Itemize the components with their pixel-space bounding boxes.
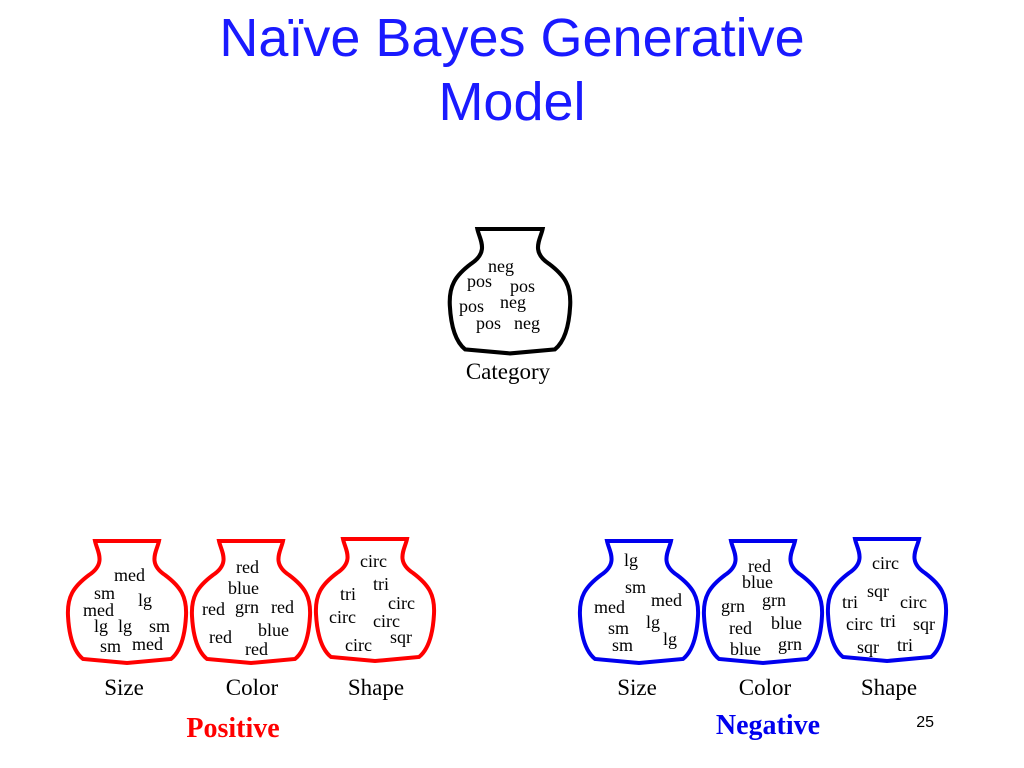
positive-size-word: lg <box>94 616 108 636</box>
negative-shape-word: circ <box>846 614 873 634</box>
category-word: pos <box>459 296 484 316</box>
positive-shape-word: circ <box>373 611 400 631</box>
positive-group-label: Positive <box>186 713 279 744</box>
slide-title-line2: Model <box>438 72 586 132</box>
positive-size-word: med <box>132 634 163 654</box>
slide-title: Naïve Bayes Generative Model <box>0 6 1024 134</box>
positive-size-word: med <box>114 565 145 585</box>
category-word: pos <box>510 276 535 296</box>
category-word: neg <box>488 256 514 276</box>
positive-color-word: red <box>202 599 225 619</box>
positive-shape-word: circ <box>388 593 415 613</box>
negative-shape-word: circ <box>900 592 927 612</box>
negative-size-label: Size <box>617 675 657 700</box>
negative-color-word: grn <box>762 590 786 610</box>
positive-size-word: sm <box>100 636 121 656</box>
positive-size-word: lg <box>118 616 132 636</box>
positive-color-word: red <box>209 627 232 647</box>
negative-shape-word: sqr <box>857 637 879 657</box>
positive-color-word: grn <box>235 597 259 617</box>
negative-shape-word: sqr <box>913 614 935 634</box>
negative-color-word: blue <box>742 572 773 592</box>
negative-color-word: blue <box>771 613 802 633</box>
negative-size-word: sm <box>625 577 646 597</box>
positive-color-word: red <box>245 639 268 659</box>
negative-shape-word: tri <box>842 592 858 612</box>
positive-shape-word: sqr <box>390 627 412 647</box>
negative-size-word: sm <box>612 635 633 655</box>
negative-shape-label: Shape <box>861 675 917 700</box>
page-number: 25 <box>916 714 934 731</box>
category-word: neg <box>514 313 540 333</box>
positive-color-word: blue <box>228 578 259 598</box>
negative-color-word: grn <box>721 596 745 616</box>
slide-title-line1: Naïve Bayes Generative <box>219 8 805 68</box>
category-word: pos <box>467 271 492 291</box>
positive-shape-word: circ <box>329 607 356 627</box>
negative-size-word: lg <box>624 550 638 570</box>
positive-group: med sm lg med lg lg sm sm med red blue r… <box>65 537 437 665</box>
positive-size-word: sm <box>94 583 115 603</box>
positive-shape-word: tri <box>340 584 356 604</box>
positive-size-label: Size <box>104 675 144 700</box>
negative-group-label: Negative <box>716 710 820 741</box>
negative-color-word: red <box>748 556 771 576</box>
positive-color-word: red <box>236 557 259 577</box>
negative-color-label: Color <box>739 675 792 700</box>
negative-shape-word: tri <box>880 611 896 631</box>
positive-color-word: blue <box>258 620 289 640</box>
category-jar: neg pos pos neg pos pos neg <box>450 229 571 353</box>
negative-shape-word: circ <box>872 553 899 573</box>
category-label: Category <box>466 359 551 384</box>
negative-size-word: med <box>594 597 625 617</box>
positive-color-word: red <box>271 597 294 617</box>
negative-size-word: lg <box>663 629 677 649</box>
negative-shape-word: tri <box>897 635 913 655</box>
positive-size-word: med <box>83 600 114 620</box>
negative-group: lg sm med med lg sm lg sm red blue grn g… <box>577 537 949 665</box>
negative-size-word: med <box>651 590 682 610</box>
category-word: neg <box>500 292 526 312</box>
negative-color-word: blue <box>730 639 761 659</box>
positive-size-word: sm <box>149 616 170 636</box>
positive-shape-label: Shape <box>348 675 404 700</box>
negative-shape-word: sqr <box>867 581 889 601</box>
positive-color-label: Color <box>226 675 279 700</box>
category-word: pos <box>476 313 501 333</box>
positive-size-word: lg <box>138 590 152 610</box>
negative-color-word: red <box>729 618 752 638</box>
positive-shape-word: tri <box>373 574 389 594</box>
negative-size-word: lg <box>646 612 660 632</box>
positive-shape-word: circ <box>345 635 372 655</box>
positive-shape-word: circ <box>360 551 387 571</box>
negative-color-word: grn <box>778 634 802 654</box>
negative-size-word: sm <box>608 618 629 638</box>
